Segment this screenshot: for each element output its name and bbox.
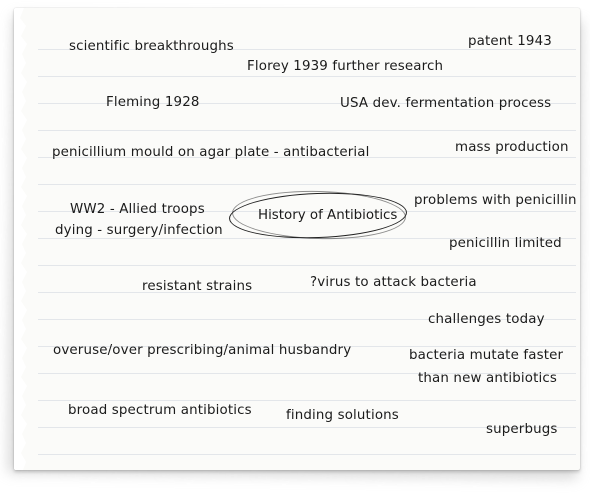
note-ww2-line1: WW2 - Allied troops <box>70 202 205 217</box>
rule-line <box>38 103 576 104</box>
note-usa-fermentation: USA dev. fermentation process <box>340 96 552 111</box>
note-florey-1939: Florey 1939 further research <box>247 59 444 74</box>
rule-line <box>38 319 576 320</box>
rule-line <box>38 292 576 293</box>
notebook-page <box>14 8 580 470</box>
note-mutate-line2: than new antibiotics <box>418 371 558 386</box>
note-scientific-breakthroughs: scientific breakthroughs <box>69 39 234 54</box>
note-overuse: overuse/over prescribing/animal husbandr… <box>53 343 352 358</box>
note-challenges-today: challenges today <box>428 312 545 327</box>
note-ww2-line2: dying - surgery/infection <box>55 223 223 238</box>
rule-line <box>38 400 576 401</box>
note-resistant-strains: resistant strains <box>142 279 253 294</box>
note-penicillium-mould: penicillium mould on agar plate - antiba… <box>52 145 370 160</box>
rule-line <box>38 265 576 266</box>
rule-line <box>38 184 576 185</box>
note-virus-attack: ?virus to attack bacteria <box>310 275 477 290</box>
note-superbugs: superbugs <box>486 422 558 437</box>
rule-line <box>38 454 576 455</box>
note-broad-spectrum: broad spectrum antibiotics <box>68 403 252 418</box>
rule-line <box>38 157 576 158</box>
note-patent-1943: patent 1943 <box>468 34 552 49</box>
rule-line <box>38 49 576 50</box>
note-penicillin-limited: penicillin limited <box>449 236 562 251</box>
note-fleming-1928: Fleming 1928 <box>106 95 200 110</box>
note-problems-penicillin: problems with penicillin <box>414 193 577 208</box>
note-mass-production: mass production <box>455 140 569 155</box>
rule-line <box>38 346 576 347</box>
central-topic: History of Antibiotics <box>258 208 398 223</box>
note-finding-solutions: finding solutions <box>286 408 399 423</box>
rule-line <box>38 76 576 77</box>
torn-spiral-edge <box>14 8 27 470</box>
note-mutate-line1: bacteria mutate faster <box>409 348 564 363</box>
rule-line <box>38 427 576 428</box>
rule-line <box>38 373 576 374</box>
rule-line <box>38 238 576 239</box>
rule-line <box>38 130 576 131</box>
rule-line <box>38 211 576 212</box>
